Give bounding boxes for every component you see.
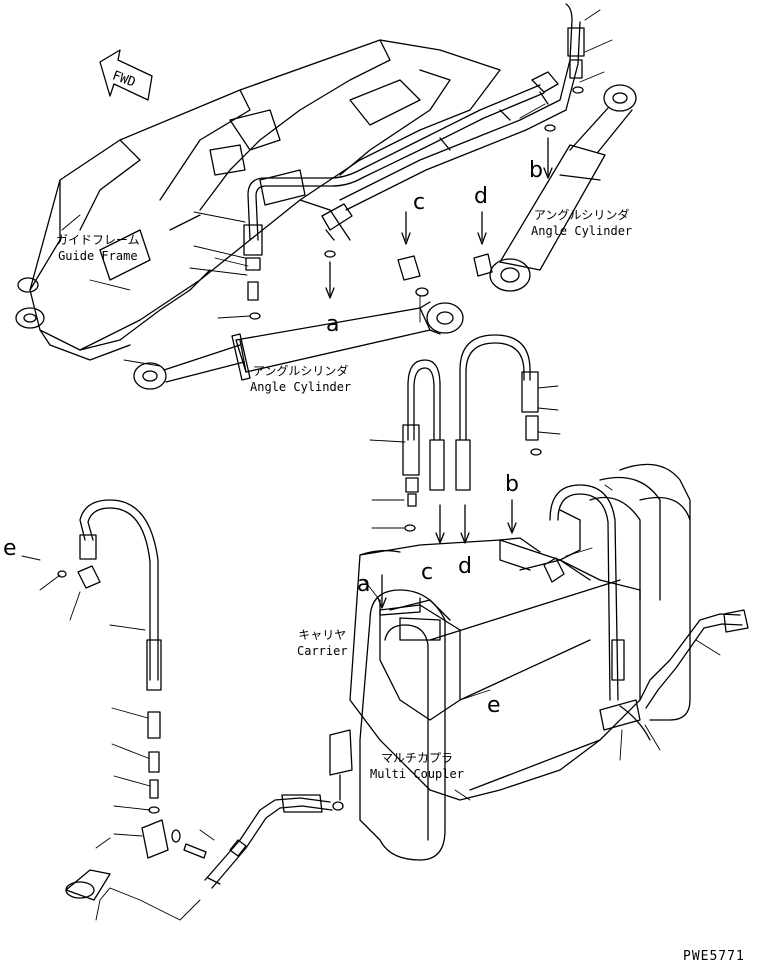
quick-coupler: [66, 870, 110, 900]
guide-frame-label-jp: ガイドフレーム: [56, 233, 140, 247]
fwd-arrow-icon: [100, 50, 152, 100]
guide-frame: [16, 40, 500, 360]
bolt-icon: [184, 844, 206, 858]
carrier-label: キャリヤ Carrier: [297, 629, 348, 658]
angle-cylinder-mid-label-jp: アングルシリンダ: [252, 364, 349, 378]
ref-letter-c-bottom: c: [421, 560, 434, 585]
multi-coupler-label-jp: マルチカプラ: [380, 751, 453, 765]
ref-letter-c-top: c: [413, 190, 426, 215]
carrier-hoses: [500, 485, 748, 740]
guide-frame-label: ガイドフレーム Guide Frame: [56, 234, 140, 263]
cylinder-port-fittings: [325, 251, 492, 296]
angle-cylinder-mid-label: アングルシリンダ Angle Cylinder: [250, 365, 351, 394]
reference-arrows-top: [326, 138, 552, 298]
leader-lines-bottom-right: [364, 485, 720, 800]
carrier-label-en: Carrier: [297, 644, 348, 658]
reference-arrows-middle: [378, 500, 516, 608]
angle-cylinder-right: [490, 85, 636, 291]
elbow-fitting-icon: [322, 72, 558, 240]
angle-cylinder-left: [134, 302, 463, 389]
leader-lines-bottom-left: [22, 556, 214, 920]
coupler-block-icon: [142, 820, 180, 858]
multi-coupler-label: マルチカプラ Multi Coupler: [370, 752, 464, 781]
hose-loops-middle: [403, 335, 541, 531]
left-hose-assembly: [80, 500, 161, 813]
carrier-label-jp: キャリヤ: [298, 628, 347, 642]
angle-cylinder-top-label-jp: アングルシリンダ: [533, 208, 630, 222]
ref-letter-e-left: e: [3, 536, 17, 561]
lower-hose-coupler: [205, 795, 343, 888]
leader-lines-middle: [370, 386, 560, 528]
carrier: [330, 464, 690, 860]
angle-cylinder-top-label: アングルシリンダ Angle Cylinder: [531, 209, 632, 238]
elbow-fitting-icon: [58, 566, 100, 588]
ref-letter-d-top: d: [474, 184, 488, 209]
fitting-stack-left: [244, 225, 262, 319]
ref-letter-b-bottom: b: [505, 472, 519, 497]
angle-cylinder-top-label-en: Angle Cylinder: [531, 224, 633, 238]
ref-letter-a-bottom: a: [357, 572, 371, 597]
ref-letter-d-bottom: d: [458, 554, 472, 579]
angle-cylinder-mid-label-en: Angle Cylinder: [250, 380, 352, 394]
ref-letter-a-top: a: [326, 312, 340, 337]
leader-lines-top: [62, 10, 612, 366]
drawing-code: PWE5771: [683, 949, 745, 964]
fitting-stack-right: [545, 28, 584, 131]
ref-letter-e-bottom: e: [487, 693, 501, 718]
ref-letter-b-top: b: [529, 158, 543, 183]
upper-hose-long: [248, 85, 544, 240]
multi-coupler-label-en: Multi Coupler: [370, 767, 464, 781]
guide-frame-label-en: Guide Frame: [58, 249, 138, 263]
upper-hose-right: [340, 4, 580, 210]
